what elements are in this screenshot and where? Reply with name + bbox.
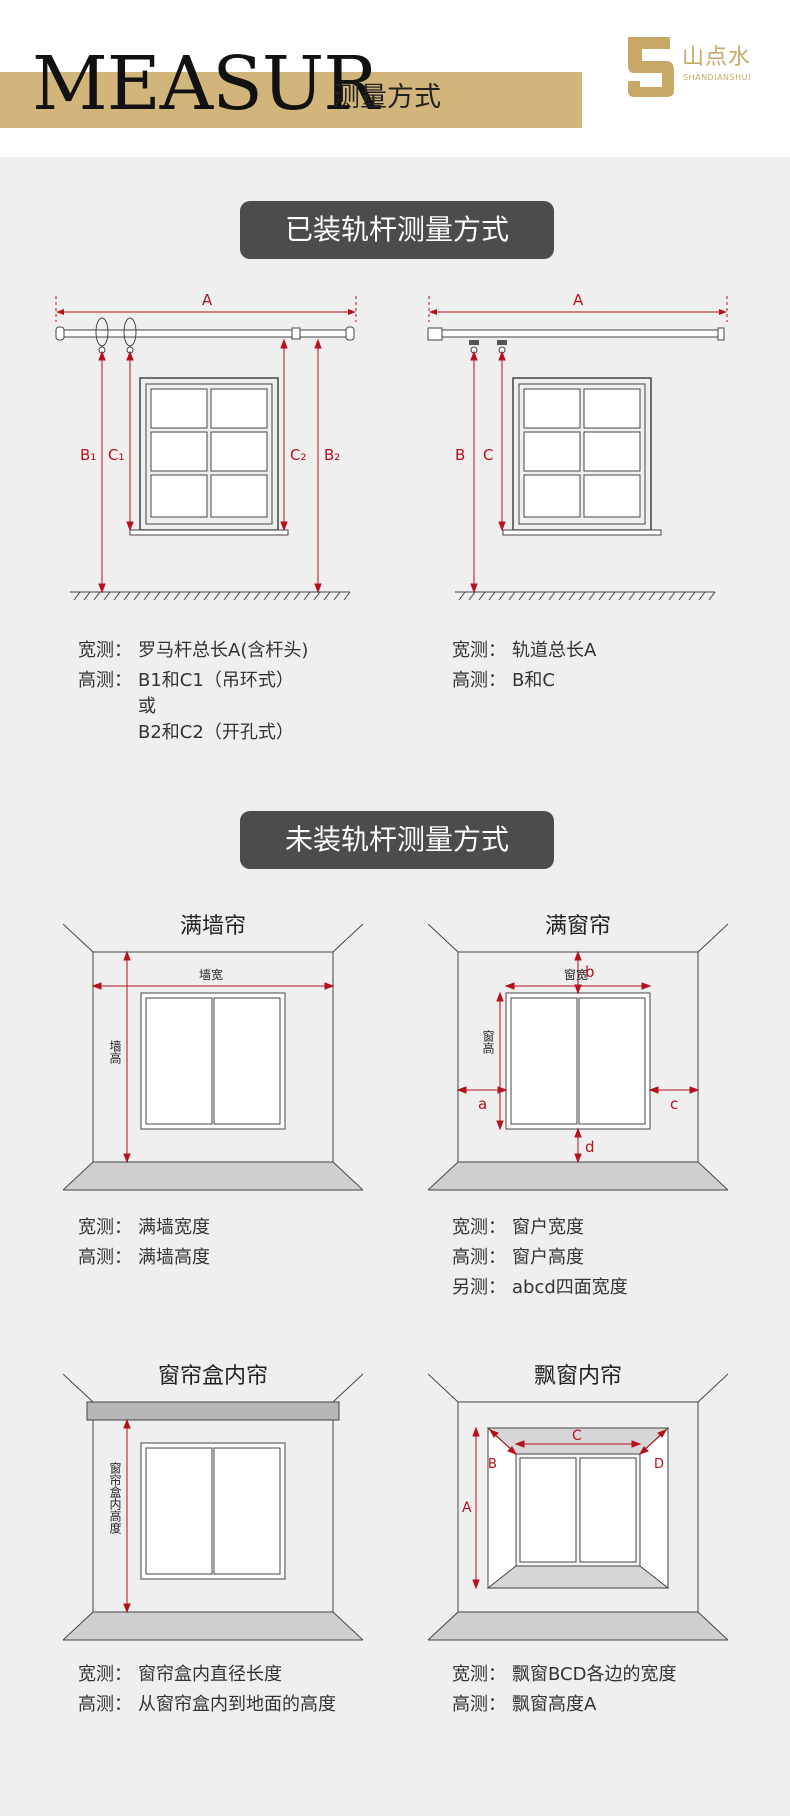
bay-label-d: D [654,1457,664,1472]
window-label-d: d [585,1138,595,1156]
window-label-c: c [670,1095,678,1113]
bay-window-title: 飘窗内帘 [533,1364,622,1389]
full-wall-height: 满墙高度 [138,1247,210,1268]
rod-label-c1: C₁ [108,446,125,464]
page-title: MEASUR [32,41,379,127]
full-window-title: 满窗帘 [544,914,611,939]
header-gold-band [0,72,582,128]
full-window-diagram: 窗宽 窗高 a b c d [428,920,728,1195]
bay-window-caption: 宽测：飘窗BCD各边的宽度 高测：飘窗高度A [452,1660,676,1720]
full-wall-title: 满墙帘 [179,914,246,939]
bay-label-b: B [488,1457,497,1472]
roman-rod-height-2: B2和C2（开孔式） [138,722,294,743]
win-height-label: 窗高 [481,1030,495,1055]
full-wall-caption: 宽测：满墙宽度 高测：满墙高度 [78,1213,210,1273]
bay-label-a: A [462,1500,472,1516]
track-height: B和C [512,670,555,691]
brand-name: 山点水 [682,45,752,70]
full-wall-diagram: 墙宽 墙高 [63,920,363,1195]
box-inner-caption: 宽测：窗帘盒内直径长度 高测：从窗帘盒内到地面的高度 [78,1660,336,1720]
wall-height-label: 墙高 [108,1040,122,1065]
section-installed-title: 已装轨杆测量方式 [240,201,554,259]
box-inner-title: 窗帘盒内帘 [157,1364,268,1389]
bay-window-height: 飘窗高度A [512,1694,597,1715]
track-label-b: B [455,446,465,464]
rod-label-b2: B₂ [324,446,340,464]
page-subtitle: 测量方式 [333,82,441,113]
window-label-b: b [585,963,595,981]
full-window-height: 窗户高度 [512,1247,584,1268]
roman-rod-diagram: A B₁ C₁ C₂ B₂ [50,282,370,627]
roman-rod-caption: 宽测：罗马杆总长A(含杆头) 高测：B1和C1（吊环式） 或 B2和C2（开孔式… [78,636,308,748]
roman-rod-width: 罗马杆总长A(含杆头) [138,640,309,661]
box-height-label: 窗帘盒内高度 [108,1462,122,1534]
window-label-a: a [478,1095,487,1113]
box-inner-height: 从窗帘盒内到地面的高度 [138,1694,336,1715]
brand-name-en: SHANDIANSHUI [683,73,751,82]
rod-label-a: A [202,291,213,309]
full-wall-width: 满墙宽度 [138,1217,210,1238]
full-window-other: abcd四面宽度 [512,1277,628,1298]
full-window-width: 窗户宽度 [512,1217,584,1238]
bay-label-c: C [572,1428,582,1444]
track-width: 轨道总长A [512,640,597,661]
roman-rod-height-or: 或 [138,696,156,717]
section-uninstalled-title: 未装轨杆测量方式 [240,811,554,869]
rod-label-c2: C₂ [290,446,307,464]
roman-rod-height-1: B1和C1（吊环式） [138,670,294,691]
brand-logo: 山点水 SHANDIANSHUI [626,33,766,103]
bay-window-diagram: A B C D [428,1370,728,1645]
win-width-label: 窗宽 [564,967,588,982]
full-window-caption: 宽测：窗户宽度 高测：窗户高度 另测：abcd四面宽度 [452,1213,628,1303]
track-label-a: A [573,291,584,309]
track-diagram: A B C [425,282,745,627]
rod-label-b1: B₁ [80,446,96,464]
wall-width-label: 墙宽 [199,967,223,982]
box-inner-width: 窗帘盒内直径长度 [138,1664,282,1685]
box-inner-diagram: 窗帘盒内高度 [63,1370,363,1645]
brand-logo-mark-icon [628,37,674,97]
track-label-c: C [483,446,493,464]
track-caption: 宽测：轨道总长A 高测：B和C [452,636,596,696]
bay-window-width: 飘窗BCD各边的宽度 [512,1664,677,1685]
